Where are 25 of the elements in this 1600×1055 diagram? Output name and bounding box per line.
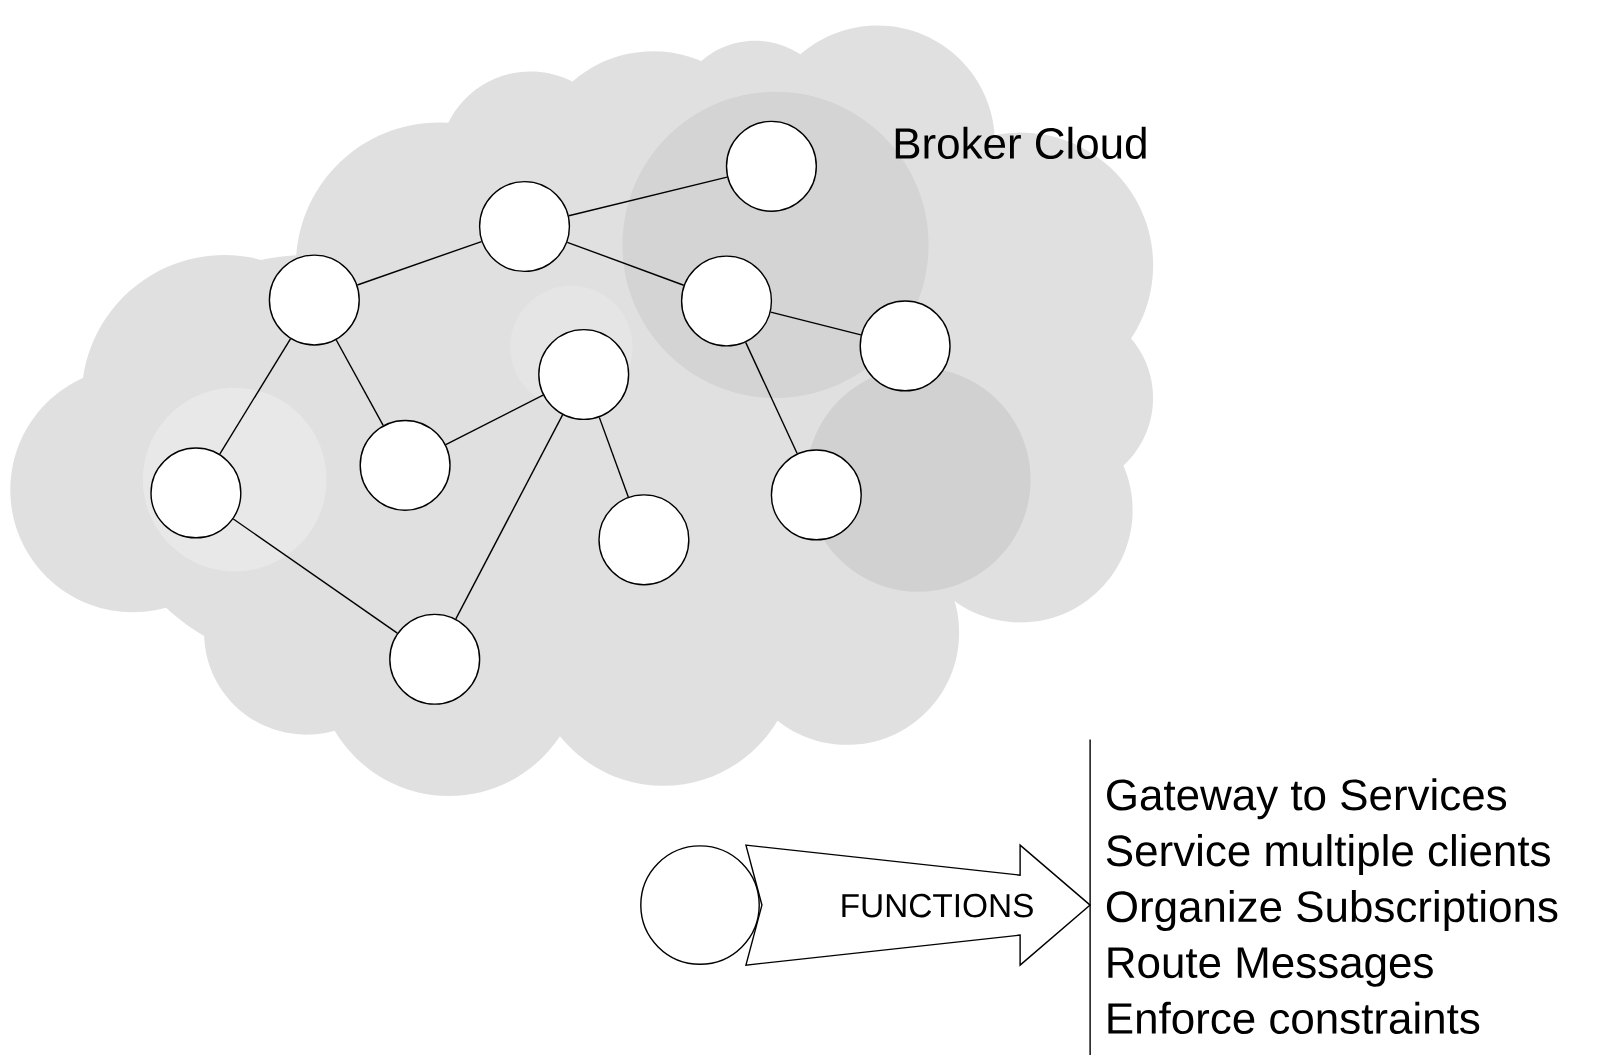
circle — [538, 328, 630, 421]
connector-line — [335, 339, 384, 427]
connector-line — [445, 394, 544, 446]
edge-label: FUNCTIONS — [842, 893, 1033, 918]
node-label: Broker Cloud — [895, 126, 1146, 160]
connector-line — [219, 338, 292, 455]
connector-line — [232, 518, 398, 634]
circle — [725, 120, 817, 212]
connector-line — [568, 176, 728, 217]
circle — [859, 300, 951, 392]
circle — [389, 613, 481, 705]
connector-line — [770, 311, 862, 336]
circle — [598, 494, 690, 586]
connector-line — [356, 240, 483, 286]
circle — [640, 845, 760, 966]
connector-line — [744, 341, 798, 455]
connector-line — [455, 414, 564, 620]
connector-line — [598, 416, 629, 498]
circle — [770, 449, 862, 541]
circle — [359, 419, 451, 511]
circle — [150, 447, 242, 539]
connector-line — [566, 241, 685, 286]
circle — [268, 254, 360, 346]
circle — [478, 180, 571, 273]
circle — [680, 255, 773, 347]
